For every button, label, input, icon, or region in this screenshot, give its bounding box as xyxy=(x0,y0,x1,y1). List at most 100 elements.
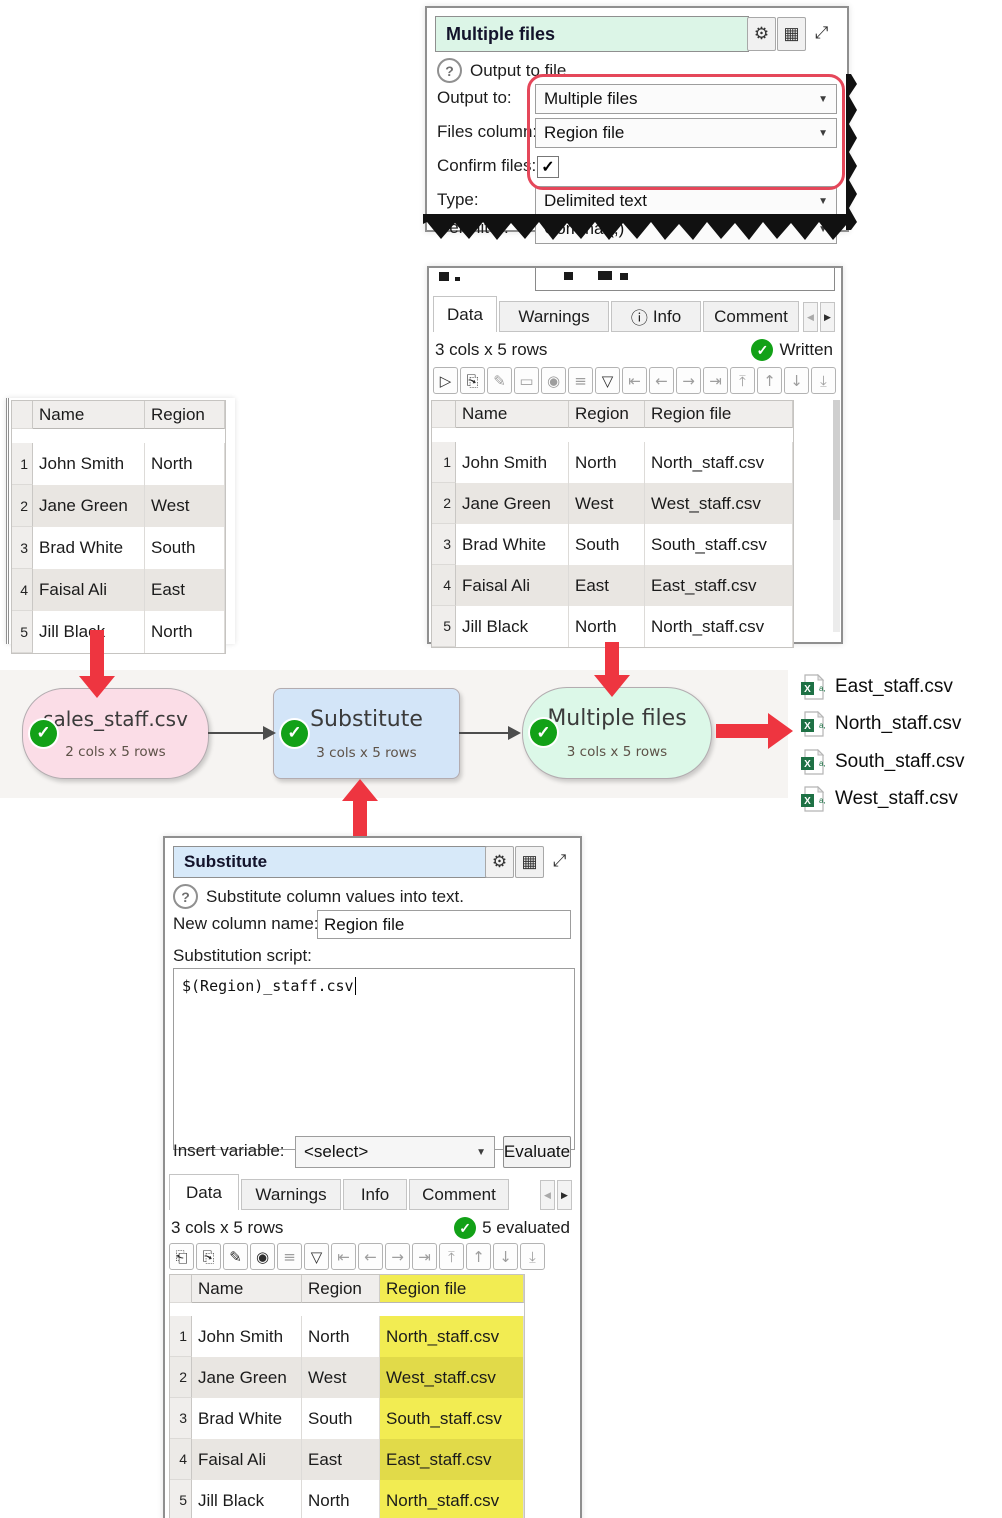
column-header[interactable]: Region xyxy=(145,401,225,429)
filter-icon[interactable]: ▽ xyxy=(595,367,620,394)
move-down-icon[interactable]: ↓ xyxy=(784,367,809,394)
cell[interactable]: Faisal Ali xyxy=(192,1439,302,1480)
edit-icon[interactable]: ✎ xyxy=(223,1243,248,1270)
paste-icon[interactable]: ⎘ xyxy=(196,1243,221,1270)
move-last-icon[interactable]: ⇥ xyxy=(412,1243,437,1270)
tab-scroll-left-button[interactable]: ◀ xyxy=(540,1180,555,1210)
flow-node-output[interactable]: ✓ Multiple files 3 cols x 5 rows xyxy=(522,687,712,779)
tab-data[interactable]: Data xyxy=(169,1174,239,1210)
help-icon[interactable]: ? xyxy=(437,58,462,83)
tab-info[interactable]: ⓘ Info xyxy=(611,301,701,332)
cell[interactable]: East_staff.csv xyxy=(645,565,793,606)
cell[interactable]: Jill Black xyxy=(192,1480,302,1518)
cell[interactable]: Brad White xyxy=(456,524,569,565)
cell[interactable]: South xyxy=(302,1398,380,1439)
cell[interactable]: South xyxy=(145,527,225,569)
move-bottom-icon[interactable]: ⤓ xyxy=(520,1243,545,1270)
cell-highlighted[interactable]: East_staff.csv xyxy=(380,1439,524,1480)
tab-data[interactable]: Data xyxy=(433,296,497,332)
tab-warnings[interactable]: Warnings xyxy=(241,1179,341,1210)
cell[interactable]: East xyxy=(569,565,645,606)
tab-comment[interactable]: Comment xyxy=(703,301,799,332)
move-right-icon[interactable]: → xyxy=(676,367,701,394)
cell-highlighted[interactable]: North_staff.csv xyxy=(380,1480,524,1518)
move-left-icon[interactable]: ← xyxy=(358,1243,383,1270)
help-icon[interactable]: ? xyxy=(173,884,198,909)
move-first-icon[interactable]: ⇤ xyxy=(331,1243,356,1270)
move-right-icon[interactable]: → xyxy=(385,1243,410,1270)
cell[interactable]: West xyxy=(145,485,225,527)
output-file-item[interactable]: X a, North_staff.csv xyxy=(800,709,961,739)
settings-button[interactable]: ⚙ xyxy=(485,846,514,878)
column-header[interactable]: Region xyxy=(302,1275,380,1303)
settings-button[interactable]: ⚙ xyxy=(747,17,776,51)
cell[interactable]: North_staff.csv xyxy=(645,606,793,647)
move-top-icon[interactable]: ⤒ xyxy=(730,367,755,394)
tab-scroll-right-button[interactable]: ▶ xyxy=(557,1180,572,1210)
tab-info[interactable]: Info xyxy=(343,1179,407,1210)
substitution-script-textarea[interactable]: $(Region)_staff.csv xyxy=(173,968,575,1150)
cell[interactable]: East xyxy=(302,1439,380,1480)
move-bottom-icon[interactable]: ⤓ xyxy=(811,367,836,394)
cell[interactable]: South xyxy=(569,524,645,565)
column-header-highlighted[interactable]: Region file xyxy=(380,1275,524,1303)
view-icon[interactable]: ◉ xyxy=(541,367,566,394)
tab-scroll-left-button[interactable]: ◀ xyxy=(803,302,818,332)
confirm-files-checkbox[interactable]: ✓ xyxy=(537,156,559,178)
output-to-dropdown[interactable]: Multiple files ▼ xyxy=(535,84,837,114)
cell[interactable]: Jill Black xyxy=(456,606,569,647)
cell[interactable]: North xyxy=(302,1480,380,1518)
move-top-icon[interactable]: ⤒ xyxy=(439,1243,464,1270)
cell[interactable]: East xyxy=(145,569,225,611)
move-first-icon[interactable]: ⇤ xyxy=(622,367,647,394)
cell[interactable]: South_staff.csv xyxy=(645,524,793,565)
sort-icon[interactable]: ≡ xyxy=(277,1243,302,1270)
vertical-scrollbar[interactable] xyxy=(833,400,840,632)
move-down-icon[interactable]: ↓ xyxy=(493,1243,518,1270)
cell[interactable]: Brad White xyxy=(192,1398,302,1439)
output-file-item[interactable]: X a, South_staff.csv xyxy=(800,747,965,777)
sort-icon[interactable]: ≡ xyxy=(568,367,593,394)
cell[interactable]: North xyxy=(569,606,645,647)
cell[interactable]: John Smith xyxy=(456,442,569,483)
show-table-button[interactable]: ▦ xyxy=(777,17,806,51)
move-left-icon[interactable]: ← xyxy=(649,367,674,394)
cell[interactable]: West xyxy=(569,483,645,524)
cell[interactable]: North xyxy=(302,1316,380,1357)
cell[interactable]: North xyxy=(569,442,645,483)
tab-scroll-right-button[interactable]: ▶ xyxy=(820,302,835,332)
expand-button[interactable]: ⤢ xyxy=(808,17,835,49)
files-column-dropdown[interactable]: Region file ▼ xyxy=(535,118,837,148)
cell[interactable]: North xyxy=(145,443,225,485)
flow-node-source[interactable]: ✓ sales_staff.csv 2 cols x 5 rows xyxy=(22,688,209,779)
cell[interactable]: North xyxy=(145,611,225,653)
cell[interactable]: Jane Green xyxy=(192,1357,302,1398)
cell-highlighted[interactable]: North_staff.csv xyxy=(380,1316,524,1357)
column-header[interactable]: Name xyxy=(456,401,569,428)
cell[interactable]: West_staff.csv xyxy=(645,483,793,524)
cell-highlighted[interactable]: West_staff.csv xyxy=(380,1357,524,1398)
move-up-icon[interactable]: ↑ xyxy=(466,1243,491,1270)
cell[interactable]: Brad White xyxy=(33,527,145,569)
cell[interactable]: Jane Green xyxy=(456,483,569,524)
cell-highlighted[interactable]: South_staff.csv xyxy=(380,1398,524,1439)
cell[interactable]: Jill Black xyxy=(33,611,145,653)
new-file-icon[interactable]: ⎗ xyxy=(169,1243,194,1270)
move-last-icon[interactable]: ⇥ xyxy=(703,367,728,394)
evaluate-button[interactable]: Evaluate xyxy=(503,1136,571,1168)
cell[interactable]: North_staff.csv xyxy=(645,442,793,483)
output-file-item[interactable]: X a, West_staff.csv xyxy=(800,784,958,814)
paste-icon[interactable]: ⎘ xyxy=(460,367,485,394)
insert-variable-dropdown[interactable]: <select> ▼ xyxy=(295,1136,495,1168)
view-icon[interactable]: ◉ xyxy=(250,1243,275,1270)
tab-warnings[interactable]: Warnings xyxy=(499,301,609,332)
edit-icon[interactable]: ✎ xyxy=(487,367,512,394)
cell[interactable]: John Smith xyxy=(33,443,145,485)
column-header[interactable]: Region xyxy=(569,401,645,428)
cell[interactable]: Faisal Ali xyxy=(456,565,569,606)
cell[interactable]: Jane Green xyxy=(33,485,145,527)
flow-node-transform[interactable]: ✓ Substitute 3 cols x 5 rows xyxy=(273,688,460,779)
open-folder-icon[interactable]: ▭ xyxy=(514,367,539,394)
new-column-input[interactable]: Region file xyxy=(317,910,571,939)
cell[interactable]: West xyxy=(302,1357,380,1398)
